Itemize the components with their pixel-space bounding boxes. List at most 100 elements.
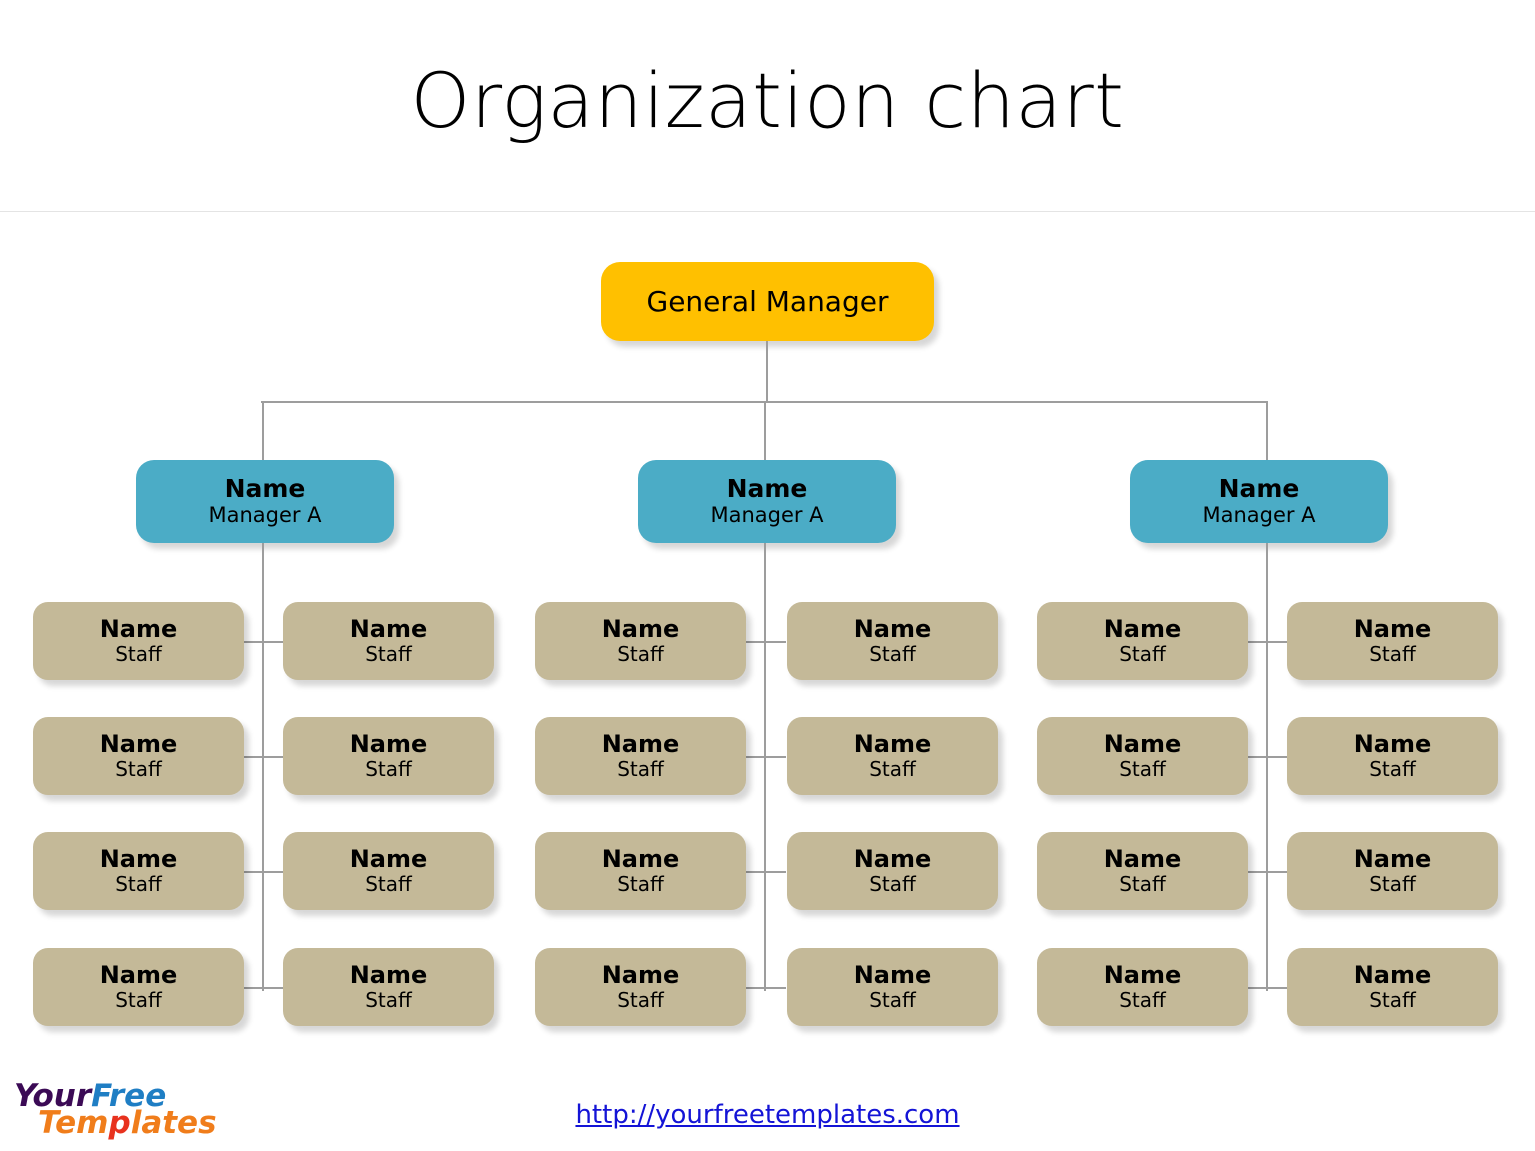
node-general-manager[interactable]: General Manager xyxy=(601,262,934,341)
node-name: Name xyxy=(601,961,680,990)
node-manager-1[interactable]: Name Manager A xyxy=(136,460,394,543)
logo-word-tem: Tem xyxy=(38,1105,109,1141)
node-role: Staff xyxy=(617,757,664,782)
logo-line-two: Templates xyxy=(38,1105,217,1141)
node-staff[interactable]: Name Staff xyxy=(33,602,244,680)
node-staff[interactable]: Name Staff xyxy=(283,948,494,1026)
node-staff[interactable]: Name Staff xyxy=(787,948,998,1026)
node-staff[interactable]: Name Staff xyxy=(1037,717,1248,795)
node-role: Manager A xyxy=(208,503,322,528)
node-name: Name xyxy=(853,961,932,990)
node-role: Staff xyxy=(1119,642,1166,667)
connector-root-stem xyxy=(766,341,768,402)
title-area: Organization chart xyxy=(0,0,1535,212)
logo-word-your: Your xyxy=(14,1078,92,1114)
node-name: Name xyxy=(853,845,932,874)
node-staff[interactable]: Name Staff xyxy=(535,717,746,795)
connector-stub xyxy=(241,641,263,643)
node-name: Name xyxy=(601,730,680,759)
node-staff[interactable]: Name Staff xyxy=(535,948,746,1026)
node-staff[interactable]: Name Staff xyxy=(535,602,746,680)
connector-branch-1-drop xyxy=(262,401,264,461)
node-role: Staff xyxy=(365,988,412,1013)
node-name: Name xyxy=(1103,845,1182,874)
node-staff[interactable]: Name Staff xyxy=(1287,717,1498,795)
node-role: Staff xyxy=(1369,988,1416,1013)
node-staff[interactable]: Name Staff xyxy=(1037,832,1248,910)
node-role: Staff xyxy=(365,872,412,897)
node-role: Staff xyxy=(1119,757,1166,782)
connector-stub xyxy=(262,871,284,873)
node-staff[interactable]: Name Staff xyxy=(787,717,998,795)
node-staff[interactable]: Name Staff xyxy=(283,717,494,795)
logo-word-lates: lates xyxy=(130,1105,217,1141)
connector-stub xyxy=(743,641,765,643)
node-name: Name xyxy=(1103,730,1182,759)
connector-stub xyxy=(764,871,786,873)
node-role: Manager A xyxy=(1202,503,1316,528)
node-name: Name xyxy=(224,474,306,504)
node-role: Staff xyxy=(115,642,162,667)
connector-stub xyxy=(743,987,765,989)
node-staff[interactable]: Name Staff xyxy=(535,832,746,910)
node-staff[interactable]: Name Staff xyxy=(283,832,494,910)
connector-stub xyxy=(241,987,263,989)
node-staff[interactable]: Name Staff xyxy=(1037,948,1248,1026)
header-divider xyxy=(0,211,1535,212)
connector-stub xyxy=(1266,756,1288,758)
node-staff[interactable]: Name Staff xyxy=(1287,948,1498,1026)
page-title: Organization chart xyxy=(410,56,1125,145)
node-staff[interactable]: Name Staff xyxy=(33,717,244,795)
connector-stub xyxy=(262,987,284,989)
node-manager-2[interactable]: Name Manager A xyxy=(638,460,896,543)
node-name: Name xyxy=(1103,615,1182,644)
node-name: Name xyxy=(349,730,428,759)
logo-line-one: YourFree xyxy=(14,1078,166,1114)
node-name: Name xyxy=(726,474,808,504)
node-role: Staff xyxy=(1369,872,1416,897)
node-staff[interactable]: Name Staff xyxy=(33,832,244,910)
node-role: Manager A xyxy=(710,503,824,528)
node-role: Staff xyxy=(365,642,412,667)
node-name: Name xyxy=(853,615,932,644)
connector-stub xyxy=(1266,871,1288,873)
connector-stub xyxy=(1266,987,1288,989)
node-name: Name xyxy=(99,615,178,644)
connector-branch-2-spine xyxy=(764,543,766,991)
node-role: Staff xyxy=(1119,872,1166,897)
node-role: Staff xyxy=(869,757,916,782)
connector-stub xyxy=(262,756,284,758)
connector-stub xyxy=(241,756,263,758)
node-name: Name xyxy=(853,730,932,759)
connector-stub xyxy=(1245,987,1267,989)
node-role: Staff xyxy=(1369,757,1416,782)
connector-stub xyxy=(241,871,263,873)
node-staff[interactable]: Name Staff xyxy=(283,602,494,680)
node-staff[interactable]: Name Staff xyxy=(1037,602,1248,680)
node-manager-3[interactable]: Name Manager A xyxy=(1130,460,1388,543)
connector-branch-1-spine xyxy=(262,543,264,991)
node-role: Staff xyxy=(869,642,916,667)
connector-stub xyxy=(743,756,765,758)
connector-branch-2-drop xyxy=(764,401,766,461)
site-url-link[interactable]: http://yourfreetemplates.com xyxy=(575,1100,960,1130)
node-name: Name xyxy=(99,845,178,874)
node-name: Name xyxy=(99,730,178,759)
yourfreetemplates-logo: YourFree Templates xyxy=(8,1078,218,1146)
node-role: Staff xyxy=(115,872,162,897)
node-name: Name xyxy=(99,961,178,990)
connector-stub xyxy=(1245,756,1267,758)
node-staff[interactable]: Name Staff xyxy=(787,832,998,910)
connector-branch-3-spine xyxy=(1266,543,1268,991)
node-staff[interactable]: Name Staff xyxy=(1287,602,1498,680)
node-name: Name xyxy=(1103,961,1182,990)
node-role: Staff xyxy=(617,872,664,897)
connector-stub xyxy=(1266,641,1288,643)
logo-word-p: p xyxy=(108,1105,131,1141)
connector-stub xyxy=(1245,641,1267,643)
node-staff[interactable]: Name Staff xyxy=(33,948,244,1026)
node-name: Name xyxy=(349,845,428,874)
node-staff[interactable]: Name Staff xyxy=(787,602,998,680)
node-staff[interactable]: Name Staff xyxy=(1287,832,1498,910)
